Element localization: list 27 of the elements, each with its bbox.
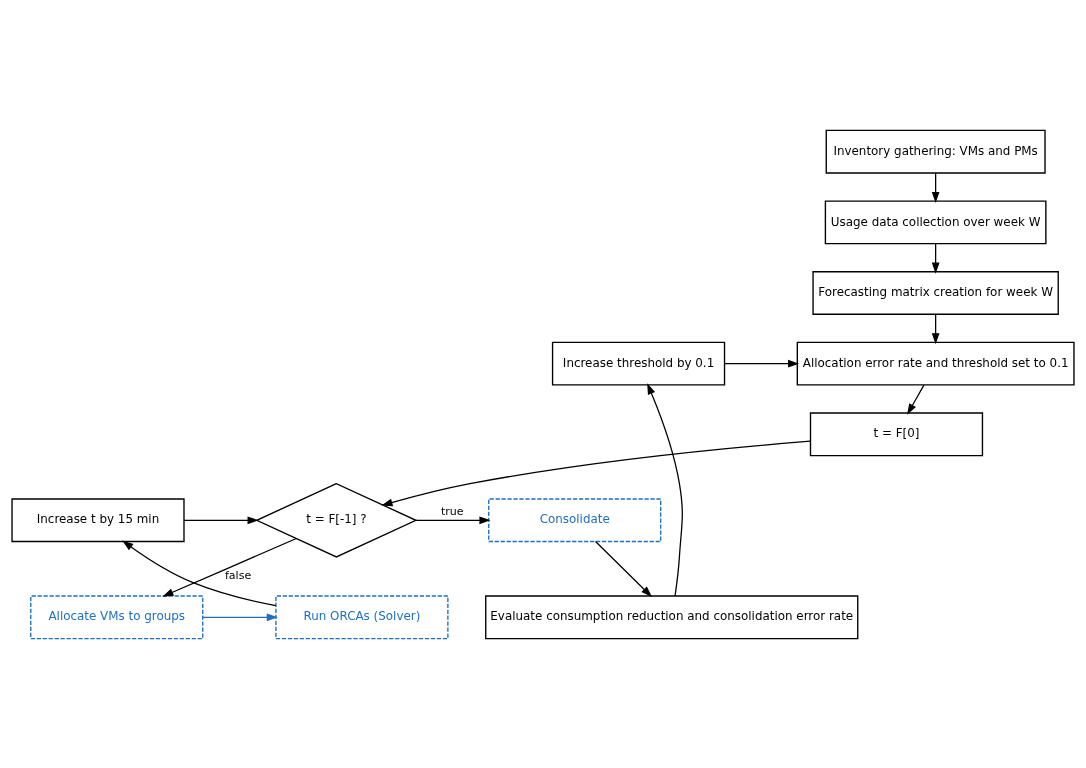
arrow — [647, 382, 683, 596]
node-box: Inventory gathering: VMs and PMs — [825, 129, 1046, 174]
node-box: Increase threshold by 0.1 — [551, 341, 726, 386]
arrow — [183, 515, 259, 524]
arrow — [931, 313, 940, 344]
node-box: Forecasting matrix creation for week W — [812, 270, 1059, 315]
arrow — [162, 537, 297, 597]
node-box: Evaluate consumption reduction and consolidation error rate — [485, 594, 859, 639]
edge-label: true — [441, 504, 464, 518]
arrow — [931, 172, 940, 203]
arrow — [907, 384, 925, 415]
node-box: Run ORCAs (Solver) — [275, 594, 449, 639]
edge-label: false — [224, 568, 252, 582]
node-box: Usage data collection over week W — [824, 199, 1047, 244]
node-box: t = F[0] — [809, 411, 984, 456]
arrow — [122, 540, 277, 606]
arrow — [381, 440, 811, 506]
arrow — [202, 612, 278, 621]
arrow — [724, 359, 800, 368]
node-box: Increase t by 15 min — [11, 497, 185, 542]
node-diamond: t = F[-1] ? — [255, 482, 418, 558]
arrow — [415, 515, 491, 524]
arrow — [931, 242, 940, 274]
node-box: Allocate VMs to groups — [30, 594, 204, 639]
node-box: Consolidate — [488, 497, 662, 542]
arrow — [594, 540, 652, 597]
node-box: Allocation error rate and threshold set to 0.1 — [796, 341, 1075, 386]
